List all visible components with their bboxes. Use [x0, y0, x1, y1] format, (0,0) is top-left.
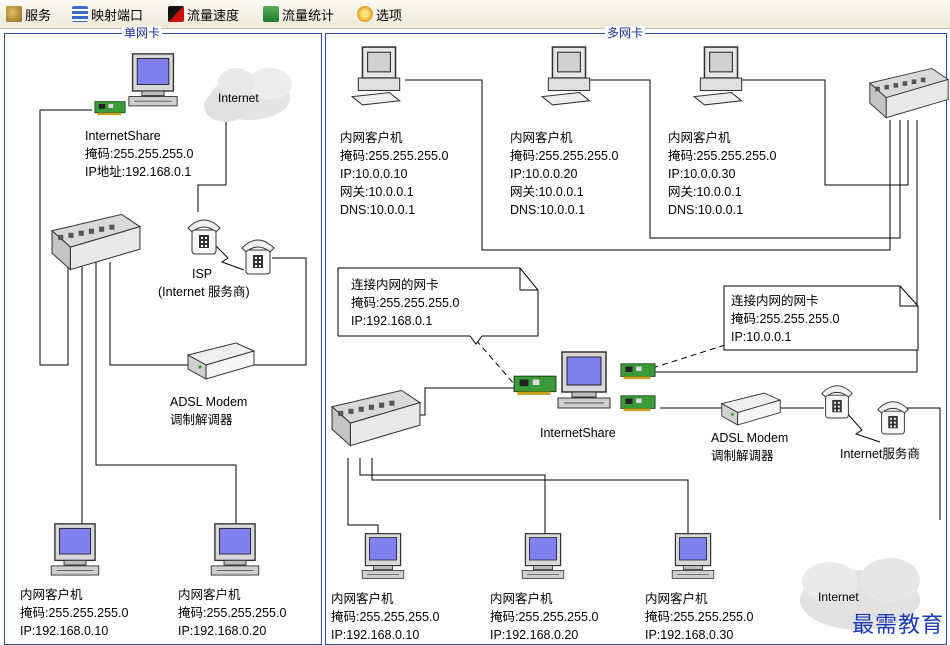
network-card-icon	[620, 363, 656, 380]
watermark: 最需教育	[851, 613, 944, 638]
client-ip: IP:10.0.0.30	[668, 167, 736, 181]
cloud-icon	[204, 68, 292, 122]
client-ip: IP:10.0.0.10	[340, 167, 408, 181]
service-icon	[6, 6, 22, 22]
toolbar-label: 选项	[376, 8, 403, 24]
callout-mask: 掩码:255.255.255.0	[351, 296, 460, 310]
port-mapping-icon	[72, 6, 88, 22]
client-ip: IP:192.168.0.30	[645, 628, 734, 642]
switch-icon	[51, 213, 141, 271]
callout-ip: IP:10.0.0.1	[731, 330, 792, 344]
client-computer-icon	[351, 46, 401, 106]
server-mask: 掩码:255.255.255.0	[85, 147, 194, 161]
client-ip: IP:192.168.0.20	[178, 624, 267, 638]
traffic-speed-icon	[168, 6, 184, 22]
client-computer-icon	[541, 46, 591, 106]
client-computer-icon	[50, 523, 100, 576]
client-name: 内网客户机	[645, 592, 708, 606]
switch-icon	[331, 389, 421, 447]
client-dns: DNS:10.0.0.1	[668, 203, 744, 217]
client-computer-icon	[671, 532, 715, 580]
multi-nic-title: 多网卡	[605, 26, 646, 40]
client-computer-icon	[693, 46, 743, 106]
client-dns: DNS:10.0.0.1	[340, 203, 416, 217]
traffic-stats-icon	[263, 6, 279, 22]
modem-icon	[187, 342, 255, 380]
telephone-icon	[241, 239, 275, 275]
options-icon	[357, 6, 373, 22]
telephone-icon	[821, 385, 853, 419]
server-name: InternetShare	[540, 426, 616, 440]
network-card-icon	[513, 375, 557, 396]
client-name: 内网客户机	[20, 588, 83, 602]
switch-icon	[869, 67, 949, 119]
toolbar-port-mapping-button[interactable]: 映射端口	[72, 0, 143, 28]
client-ip: IP:10.0.0.20	[510, 167, 578, 181]
modem-label: ADSL Modem	[711, 431, 789, 445]
client-name: 内网客户机	[178, 588, 241, 602]
toolbar-label: 服务	[25, 8, 52, 24]
server-ip: IP地址:192.168.0.1	[85, 165, 192, 179]
client-mask: 掩码:255.255.255.0	[510, 149, 619, 163]
client-mask: 掩码:255.255.255.0	[490, 610, 599, 624]
toolbar-service-button[interactable]: 服务	[6, 0, 51, 28]
client-ip: IP:192.168.0.10	[20, 624, 109, 638]
callout-ip: IP:192.168.0.1	[351, 314, 433, 328]
internet-cloud-label: Internet	[218, 91, 259, 105]
client-mask: 掩码:255.255.255.0	[178, 606, 287, 620]
client-gateway: 网关:10.0.0.1	[340, 185, 414, 199]
network-card-icon	[620, 395, 656, 412]
client-ip: IP:192.168.0.20	[490, 628, 579, 642]
toolbar-label: 映射端口	[91, 8, 144, 24]
telephone-icon	[877, 401, 909, 435]
toolbar-label: 流量速度	[187, 8, 240, 24]
internet-cloud-label: Internet	[818, 590, 859, 604]
telephone-icon	[187, 219, 221, 255]
server-name: InternetShare	[85, 129, 161, 143]
modem-icon	[721, 392, 781, 426]
modem-desc: 调制解调器	[170, 413, 233, 427]
isp-label: Internet服务商	[840, 447, 920, 461]
client-name: 内网客户机	[510, 131, 573, 145]
client-mask: 掩码:255.255.255.0	[645, 610, 754, 624]
single-nic-title: 单网卡	[122, 26, 163, 40]
client-computer-icon	[361, 532, 405, 580]
callout-mask: 掩码:255.255.255.0	[731, 312, 840, 326]
server-computer-icon	[127, 52, 179, 107]
server-computer-icon	[557, 351, 611, 409]
network-card-icon	[94, 101, 126, 116]
client-computer-icon	[210, 523, 260, 576]
cloud-icon	[800, 558, 920, 630]
client-gateway: 网关:10.0.0.1	[668, 185, 742, 199]
client-gateway: 网关:10.0.0.1	[510, 185, 584, 199]
toolbar-traffic-speed-button[interactable]: 流量速度	[168, 0, 239, 28]
client-computer-icon	[521, 532, 565, 580]
client-dns: DNS:10.0.0.1	[510, 203, 586, 217]
callout-title: 连接内网的网卡	[351, 278, 439, 292]
client-name: 内网客户机	[340, 131, 403, 145]
client-name: 内网客户机	[490, 592, 553, 606]
toolbar-label: 流量统计	[282, 8, 335, 24]
client-name: 内网客户机	[668, 131, 731, 145]
isp-desc: (Internet 服务商)	[158, 285, 250, 299]
client-ip: IP:192.168.0.10	[331, 628, 420, 642]
modem-desc: 调制解调器	[711, 449, 774, 463]
toolbar: 服务 映射端口 流量速度 流量统计 选项	[0, 0, 950, 29]
modem-label: ADSL Modem	[170, 395, 248, 409]
callout-title: 连接内网的网卡	[731, 294, 819, 308]
toolbar-options-button[interactable]: 选项	[357, 0, 402, 28]
client-mask: 掩码:255.255.255.0	[331, 610, 440, 624]
client-name: 内网客户机	[331, 592, 394, 606]
client-mask: 掩码:255.255.255.0	[20, 606, 129, 620]
isp-label: ISP	[192, 267, 213, 281]
client-mask: 掩码:255.255.255.0	[668, 149, 777, 163]
client-mask: 掩码:255.255.255.0	[340, 149, 449, 163]
toolbar-traffic-stats-button[interactable]: 流量统计	[263, 0, 334, 28]
